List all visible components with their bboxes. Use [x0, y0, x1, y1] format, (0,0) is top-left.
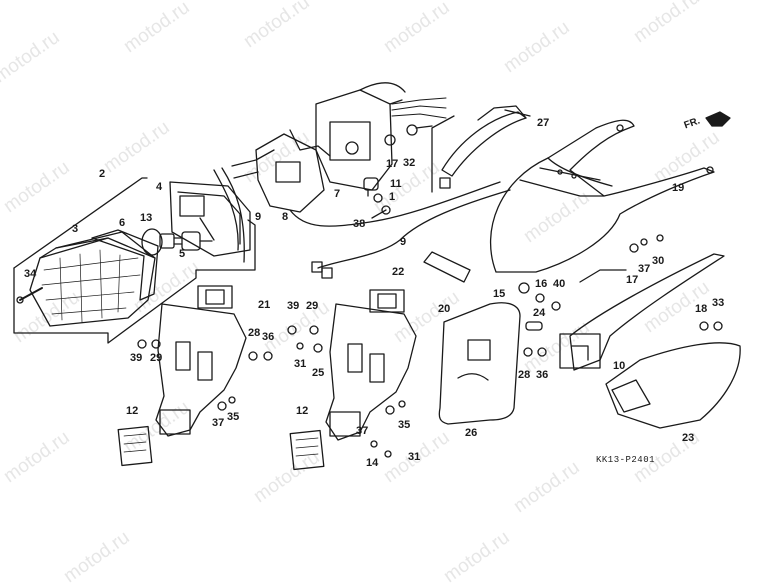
callout-22: 22 — [392, 266, 405, 278]
fender-lower-left — [155, 303, 247, 437]
callout-36b: 36 — [536, 369, 549, 381]
taillight-lens — [29, 231, 156, 327]
callout-31b: 31 — [408, 451, 421, 463]
taillight-bulb — [141, 228, 183, 256]
callout-29b: 29 — [306, 300, 319, 312]
callout-6: 6 — [119, 217, 126, 229]
callout-28b: 28 — [518, 369, 531, 381]
reflector-12-right — [289, 429, 325, 471]
callout-25: 25 — [312, 367, 325, 379]
callout-7: 7 — [334, 188, 341, 200]
stay-20 — [423, 251, 471, 283]
callout-37c: 37 — [356, 425, 369, 437]
callout-40: 40 — [553, 278, 566, 290]
bolt-32 — [406, 124, 433, 136]
callout-23: 23 — [682, 432, 695, 444]
callout-16: 16 — [535, 278, 548, 290]
callout-37: 37 — [212, 417, 225, 429]
callout-35b: 35 — [398, 419, 411, 431]
license-plate-26 — [438, 302, 521, 425]
taillight-base — [231, 129, 331, 213]
callout-13: 13 — [140, 212, 153, 224]
callout-18: 18 — [695, 303, 708, 315]
front-arrow-icon — [705, 111, 731, 127]
callout-36: 36 — [262, 331, 275, 343]
group-bracket — [579, 269, 627, 283]
group-bracket — [13, 177, 148, 269]
harness-connectors — [311, 261, 333, 279]
callout-2: 2 — [99, 168, 106, 180]
callout-37b: 37 — [638, 263, 651, 275]
callout-24: 24 — [533, 307, 546, 319]
license-light-21 — [197, 285, 233, 309]
callout-1: 1 — [389, 191, 396, 203]
callout-35: 35 — [227, 411, 240, 423]
taillight-housing — [169, 181, 251, 257]
wire-harness — [289, 181, 511, 269]
callout-11: 11 — [390, 178, 402, 190]
callout-15: 15 — [493, 288, 506, 300]
reflector-12-left — [117, 425, 153, 467]
nut-1 — [373, 193, 383, 203]
rear-cover-23 — [605, 342, 741, 429]
callout-3: 3 — [72, 223, 79, 235]
drawing-code: KK13-P2401 — [596, 455, 656, 465]
callout-21: 21 — [258, 299, 271, 311]
grommet-11 — [363, 177, 379, 197]
callout-12b: 12 — [296, 405, 309, 417]
group-bracket — [431, 115, 455, 193]
callout-33: 33 — [712, 297, 725, 309]
callout-12: 12 — [126, 405, 139, 417]
group-bracket — [13, 219, 256, 344]
washer-17 — [384, 134, 396, 146]
fastener-set — [137, 234, 723, 458]
callout-32: 32 — [403, 157, 416, 169]
taillight-assembly — [13, 167, 256, 344]
taillight-wires — [213, 167, 245, 263]
callout-26: 26 — [465, 427, 478, 439]
lens-gasket — [91, 229, 159, 301]
callout-17: 17 — [386, 158, 399, 170]
license-light-22 — [369, 289, 405, 313]
screw-38 — [371, 205, 391, 219]
callout-9b: 9 — [400, 236, 407, 248]
callout-5: 5 — [179, 248, 186, 260]
grab-rail-10 — [559, 253, 725, 371]
callout-31: 31 — [294, 358, 307, 370]
bracket-27 — [439, 105, 531, 189]
rear-fender-19 — [489, 119, 715, 273]
bulb-socket — [181, 231, 213, 251]
callout-39b: 39 — [287, 300, 300, 312]
callout-20: 20 — [438, 303, 451, 315]
parts-diagram: motod.ru motod.ru motod.ru motod.ru moto… — [0, 0, 741, 587]
screw-34 — [16, 287, 43, 304]
callout-4: 4 — [156, 181, 163, 193]
callout-14: 14 — [366, 457, 379, 469]
callout-28: 28 — [248, 327, 261, 339]
callout-39: 39 — [130, 352, 143, 364]
fender-lower-right — [325, 303, 417, 441]
callout-8: 8 — [282, 211, 289, 223]
callout-17b: 17 — [626, 274, 639, 286]
callout-29: 29 — [150, 352, 163, 364]
callout-27: 27 — [537, 117, 550, 129]
callout-10: 10 — [613, 360, 626, 372]
callout-19: 19 — [672, 182, 685, 194]
callout-30: 30 — [652, 255, 665, 267]
callout-34: 34 — [24, 268, 37, 280]
taillight-mount-bracket — [315, 82, 447, 191]
exploded-view-drawing — [13, 82, 741, 471]
callout-9: 9 — [255, 211, 262, 223]
callout-38: 38 — [353, 218, 366, 230]
